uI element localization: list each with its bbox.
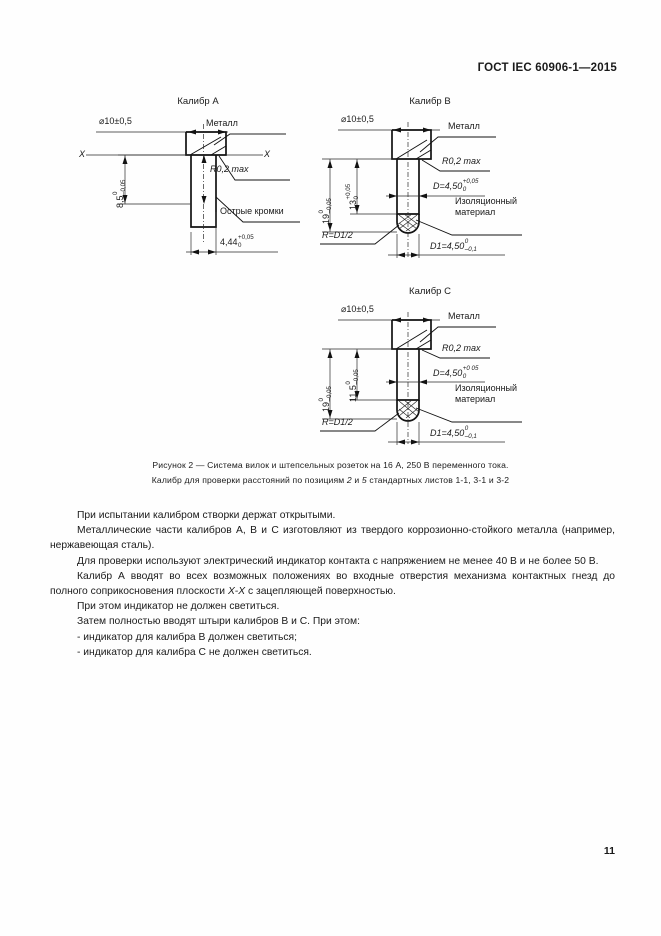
gauge-c-metal-label: Металл bbox=[448, 311, 480, 321]
gauge-c-d1-tol-up: 0 bbox=[464, 424, 469, 432]
paragraph-5: При этом индикатор не должен светиться. bbox=[77, 601, 280, 613]
gauge-a-geometry bbox=[86, 124, 300, 255]
paragraph-2: Металлические части калибров А, В и С из… bbox=[50, 525, 615, 552]
gauge-a-width-value: 4,44 bbox=[220, 237, 238, 248]
gauge-c-d1-value: D1=4,50 bbox=[430, 428, 465, 439]
paragraph-4-part-a: Калибр А вводят во всех возможных положе… bbox=[50, 570, 615, 598]
gauge-b-d-tol-up: +0,05 bbox=[462, 177, 479, 185]
gauge-c-d-value: D=4,50 bbox=[433, 368, 463, 379]
caption-l2-pos-1: 2 bbox=[346, 475, 352, 485]
gauge-c-inner-height-tol-dn: –0,05 bbox=[352, 369, 360, 385]
gauge-a-radius-label: R0,2 max bbox=[210, 164, 249, 174]
caption-l2-part-c: стандартных листов 1-1, 3-1 и 3-2 bbox=[366, 475, 510, 485]
gauge-a-sharp-edges-label: Острые кромки bbox=[220, 206, 284, 216]
gauge-a-metal-label: Металл bbox=[206, 118, 238, 128]
gauge-c-total-height-value: 19 bbox=[321, 401, 332, 412]
gauge-c-geometry bbox=[320, 312, 522, 445]
list-item-gauge-b: - индикатор для калибра В должен светить… bbox=[77, 631, 297, 643]
gauge-b-metal-label: Металл bbox=[448, 121, 480, 131]
gauge-c-inner-height-tol-up: 0 bbox=[344, 381, 352, 385]
figure-2: Калибр А bbox=[0, 92, 661, 502]
gauge-b-radius-formula: R=D1/2 bbox=[322, 230, 353, 240]
gauge-a-width-tol-dn: 0 bbox=[238, 241, 242, 249]
gauge-b-drawing: Калибр B bbox=[300, 92, 600, 282]
gauge-b-d-tol-dn: 0 bbox=[462, 185, 467, 193]
gauge-c-total-height-tol-up: 0 bbox=[317, 398, 325, 402]
gauge-a-title: Калибр А bbox=[177, 96, 219, 107]
gauge-a-diameter-label: ⌀10±0,5 bbox=[99, 116, 132, 126]
caption-l2-part-b: и bbox=[351, 475, 362, 485]
gauge-b-geometry bbox=[320, 122, 522, 258]
gauge-a-section-mark-left: X bbox=[79, 149, 86, 159]
figure-caption-line-2: Калибр для проверки расстояний по позици… bbox=[0, 473, 661, 488]
gauge-c-radius-label: R0,2 max bbox=[442, 343, 481, 353]
gauge-b-d1-value: D1=4,50 bbox=[430, 241, 465, 252]
gauge-a-width-tol-up: +0,05 bbox=[238, 233, 254, 241]
gauge-b-radius-label: R0,2 max bbox=[442, 156, 481, 166]
gauge-c-d-tol-up: +0 05 bbox=[462, 364, 479, 372]
body-text: При испытании калибром створки держат от… bbox=[50, 508, 615, 660]
gauge-c-insulating-line2: материал bbox=[455, 394, 496, 404]
gauge-b-insulating-line2: материал bbox=[455, 207, 496, 217]
gauge-b-total-height-tol-up: 0 bbox=[317, 210, 325, 214]
figure-caption-line-1: Рисунок 2 — Система вилок и штепсельных … bbox=[152, 460, 509, 470]
gauge-c-diameter-label: ⌀10±0,5 bbox=[341, 304, 374, 314]
gauge-b-insulating-line1: Изоляционный bbox=[455, 196, 518, 206]
gauge-a-height-tol-dn: –0,05 bbox=[119, 179, 127, 195]
gauge-b-diameter-label: ⌀10±0,5 bbox=[341, 114, 374, 124]
figure-caption: Рисунок 2 — Система вилок и штепсельных … bbox=[0, 458, 661, 488]
gauge-c-inner-height-value: 11,5 bbox=[348, 385, 359, 402]
paragraph-3: Для проверки используют электрический ин… bbox=[77, 555, 599, 567]
caption-l2-part-a: Калибр для проверки расстояний по позици… bbox=[151, 475, 347, 485]
gauge-c-insulating-material-label: Изоляционный материал bbox=[455, 383, 517, 405]
gauge-b-total-height-value: 19 bbox=[321, 213, 332, 224]
gauge-b-inner-height-value: 13 bbox=[348, 199, 359, 210]
gauge-c-total-height-tol-dn: –0,05 bbox=[325, 386, 333, 402]
gauge-b-inner-height-tol-up: +0,05 bbox=[344, 183, 352, 200]
gauge-b-title: Калибр B bbox=[409, 96, 451, 107]
gauge-c-radius-formula: R=D1/2 bbox=[322, 417, 353, 427]
gauge-a-height-value: 8,5 bbox=[115, 195, 126, 208]
gauge-b-insulating-material-label: Изоляционный материал bbox=[455, 196, 517, 218]
gauge-c-d-tol-dn: 0 bbox=[462, 372, 467, 380]
paragraph-4-plane: Х-Х bbox=[227, 586, 246, 598]
gauge-b-d1-tol-up: 0 bbox=[464, 237, 469, 245]
gauge-c-drawing: Калибр С bbox=[300, 282, 600, 472]
gauge-b-d1-tol-dn: –0,1 bbox=[464, 245, 477, 253]
gauge-b-d-value: D=4,50 bbox=[433, 181, 463, 192]
caption-l2-pos-2: 5 bbox=[361, 475, 367, 485]
page-number: 11 bbox=[603, 845, 615, 857]
paragraph-6: Затем полностью вводят штыри калибров В … bbox=[77, 616, 360, 628]
standard-header: ГОСТ IEC 60906-1—2015 bbox=[477, 62, 617, 74]
gauge-c-d1-tol-dn: –0,1 bbox=[464, 432, 477, 440]
gauge-b-inner-height-tol-dn: 0 bbox=[352, 196, 360, 200]
paragraph-4: Калибр А вводят во всех возможных положе… bbox=[50, 569, 615, 599]
paragraph-4-part-b: с зацепляющей поверхностью. bbox=[245, 586, 396, 598]
gauge-a-drawing: Калибр А bbox=[78, 92, 348, 267]
paragraph-1: При испытании калибром створки держат от… bbox=[77, 510, 336, 521]
gauge-a-height-tol-up: 0 bbox=[111, 191, 119, 195]
gauge-c-title: Калибр С bbox=[409, 286, 451, 297]
gauge-b-total-height-tol-dn: –0,05 bbox=[325, 198, 333, 214]
list-item-gauge-c: - индикатор для калибра С не должен свет… bbox=[77, 646, 312, 658]
gauge-c-insulating-line1: Изоляционный bbox=[455, 383, 518, 393]
gauge-a-section-mark-right: X bbox=[264, 149, 271, 159]
